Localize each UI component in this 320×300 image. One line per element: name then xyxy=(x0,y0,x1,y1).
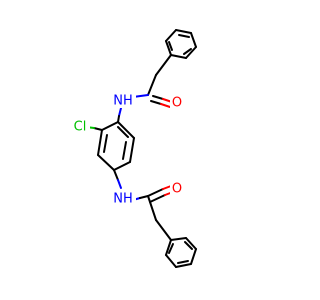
top-phenyl-ring xyxy=(165,29,197,59)
bottom-n-aryl-bond xyxy=(117,179,122,189)
nh-label-bottom: NH xyxy=(113,192,133,207)
oxygen-label-top: O xyxy=(172,96,182,111)
chloro-bond xyxy=(93,127,103,131)
top-carbonyl xyxy=(147,74,173,108)
structure-canvas: O NH Cl NH O xyxy=(73,29,197,268)
top-n-aryl-bond xyxy=(118,107,122,117)
top-ch2-bond xyxy=(155,54,172,76)
chlorine-label: Cl xyxy=(74,120,87,135)
molecule-diagram: O NH Cl NH O xyxy=(73,29,197,268)
bottom-phenyl-ring xyxy=(165,237,197,268)
bottom-carbonyl xyxy=(147,185,174,203)
nh-label-top: NH xyxy=(113,94,133,109)
oxygen-label-bottom: O xyxy=(172,182,182,197)
central-benzene-ring xyxy=(97,121,135,171)
bottom-ch2-bond xyxy=(147,195,157,221)
